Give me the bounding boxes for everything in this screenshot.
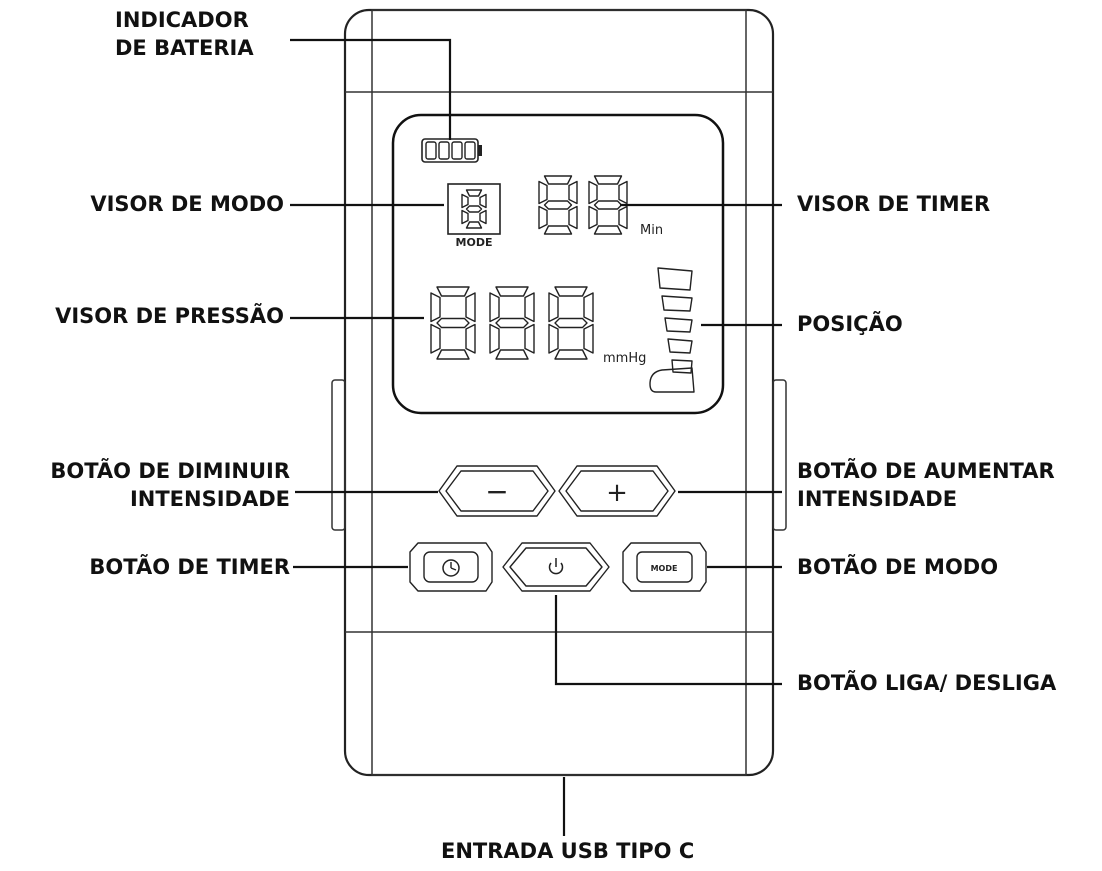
decrease-button-label-line-2: INTENSIDADE — [129, 487, 290, 511]
decrease-button-label: BOTÃO DE DIMINUIR INTENSIDADE — [50, 457, 290, 513]
usb-port-label: ENTRADA USB TIPO C — [441, 837, 694, 865]
increase-button[interactable]: + — [558, 465, 676, 517]
timer-display-label-text: VISOR DE TIMER — [797, 192, 991, 216]
increase-button-label-line-1: BOTÃO DE AUMENTAR — [797, 459, 1055, 483]
increase-button-label: BOTÃO DE AUMENTAR INTENSIDADE — [797, 457, 1055, 513]
timer-digit-2 — [588, 175, 628, 235]
decrease-button-label-line-1: BOTÃO DE DIMINUIR — [50, 459, 290, 483]
decrease-button[interactable]: − — [438, 465, 556, 517]
lcd-screen — [391, 113, 725, 415]
timer-digit-1 — [538, 175, 578, 235]
battery-indicator-label: INDICADOR DE BATERIA — [115, 6, 254, 62]
mode-display-label: VISOR DE MODO — [90, 190, 284, 218]
mode-caption: MODE — [456, 236, 493, 249]
battery-indicator-label-line-2: DE BATERIA — [115, 36, 254, 60]
mode-button[interactable]: MODE — [622, 542, 707, 592]
leader-lines — [290, 38, 782, 836]
battery-icon — [421, 138, 482, 163]
minus-symbol: − — [485, 475, 508, 508]
pressure-digit-2 — [489, 286, 535, 360]
position-label-text: POSIÇÃO — [797, 312, 903, 336]
mode-digit — [461, 189, 487, 229]
mode-display-label-text: VISOR DE MODO — [90, 192, 284, 216]
power-button[interactable] — [502, 542, 610, 592]
mode-button-label-text: BOTÃO DE MODO — [797, 555, 999, 579]
pressure-unit: mmHg — [603, 351, 646, 366]
plus-symbol: + — [606, 478, 628, 508]
position-indicator — [649, 267, 695, 393]
mode-button-label: BOTÃO DE MODO — [797, 553, 998, 581]
timer-button-label-text: BOTÃO DE TIMER — [89, 555, 290, 579]
battery-indicator-label-line-1: INDICADOR — [115, 8, 249, 32]
timer-unit: Min — [640, 223, 663, 238]
pressure-display: mmHg — [430, 286, 646, 366]
power-button-label-text: BOTÃO LIGA/ DESLIGA — [797, 671, 1057, 695]
pressure-digit-1 — [430, 286, 476, 360]
timer-button-label: BOTÃO DE TIMER — [89, 553, 290, 581]
increase-button-label-line-2: INTENSIDADE — [797, 487, 958, 511]
position-label: POSIÇÃO — [797, 310, 903, 338]
usb-port-label-text: ENTRADA USB TIPO C — [441, 839, 695, 863]
device-body — [331, 8, 787, 777]
timer-button[interactable] — [409, 542, 493, 592]
mode-display: MODE — [447, 183, 501, 249]
pressure-display-label-text: VISOR DE PRESSÃO — [55, 304, 284, 328]
pressure-digit-3 — [548, 286, 594, 360]
pressure-display-label: VISOR DE PRESSÃO — [55, 302, 284, 330]
power-icon — [548, 558, 564, 575]
clock-icon — [442, 559, 460, 577]
mode-button-text: MODE — [651, 564, 678, 573]
power-button-label: BOTÃO LIGA/ DESLIGA — [797, 669, 1056, 697]
timer-display-label: VISOR DE TIMER — [797, 190, 990, 218]
timer-display: Min — [538, 175, 663, 238]
